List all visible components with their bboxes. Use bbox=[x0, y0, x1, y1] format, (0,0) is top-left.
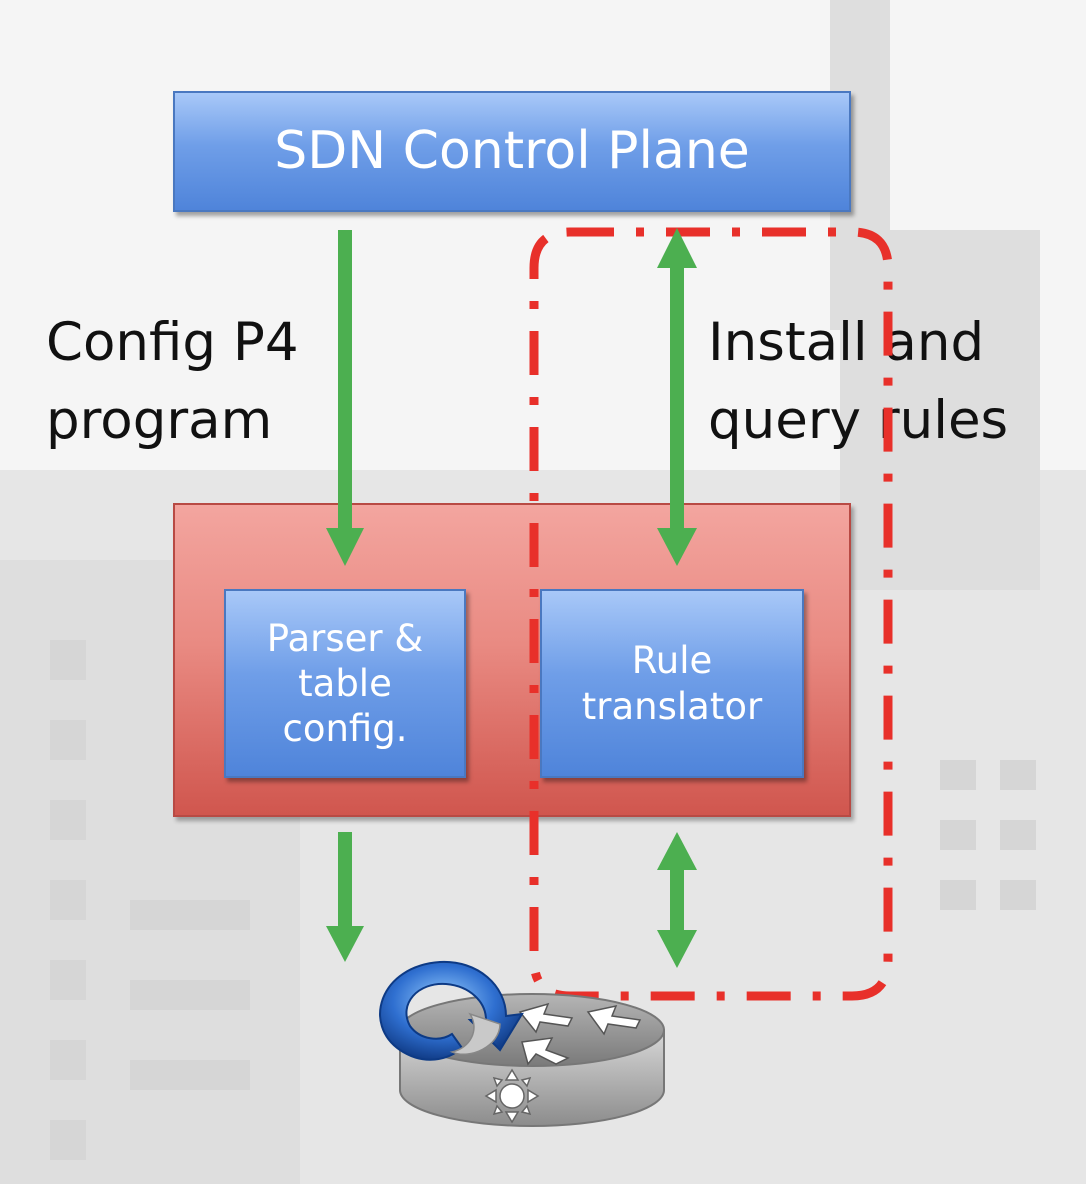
config-p4-label-line2: program bbox=[46, 390, 273, 452]
install-query-label: Install and query rules bbox=[708, 304, 1008, 461]
parser-box-line2: table bbox=[298, 661, 392, 705]
rule-translator-box: Rule translator bbox=[540, 589, 804, 778]
rule-path-dashed-region bbox=[529, 227, 893, 1001]
translator-box-line1: Rule bbox=[631, 639, 713, 683]
device-rules-arrow bbox=[657, 832, 697, 968]
router-icon bbox=[379, 960, 665, 1127]
device-config-arrow bbox=[326, 832, 364, 962]
parser-table-config-box: Parser & table config. bbox=[224, 589, 466, 778]
translator-box-line2: translator bbox=[581, 684, 763, 728]
sdn-control-plane-box: SDN Control Plane bbox=[173, 91, 851, 212]
install-query-label-line1: Install and bbox=[708, 312, 985, 373]
parser-box-line3: config. bbox=[282, 707, 408, 751]
install-query-label-line2: query rules bbox=[708, 390, 1009, 452]
config-p4-label-line1: Config P4 bbox=[46, 312, 299, 373]
sdn-control-plane-label: SDN Control Plane bbox=[274, 120, 750, 181]
config-p4-label: Config P4 program bbox=[46, 304, 299, 461]
install-query-arrow bbox=[657, 228, 697, 566]
parser-box-line1: Parser & bbox=[266, 616, 424, 660]
config-arrow bbox=[326, 230, 364, 566]
